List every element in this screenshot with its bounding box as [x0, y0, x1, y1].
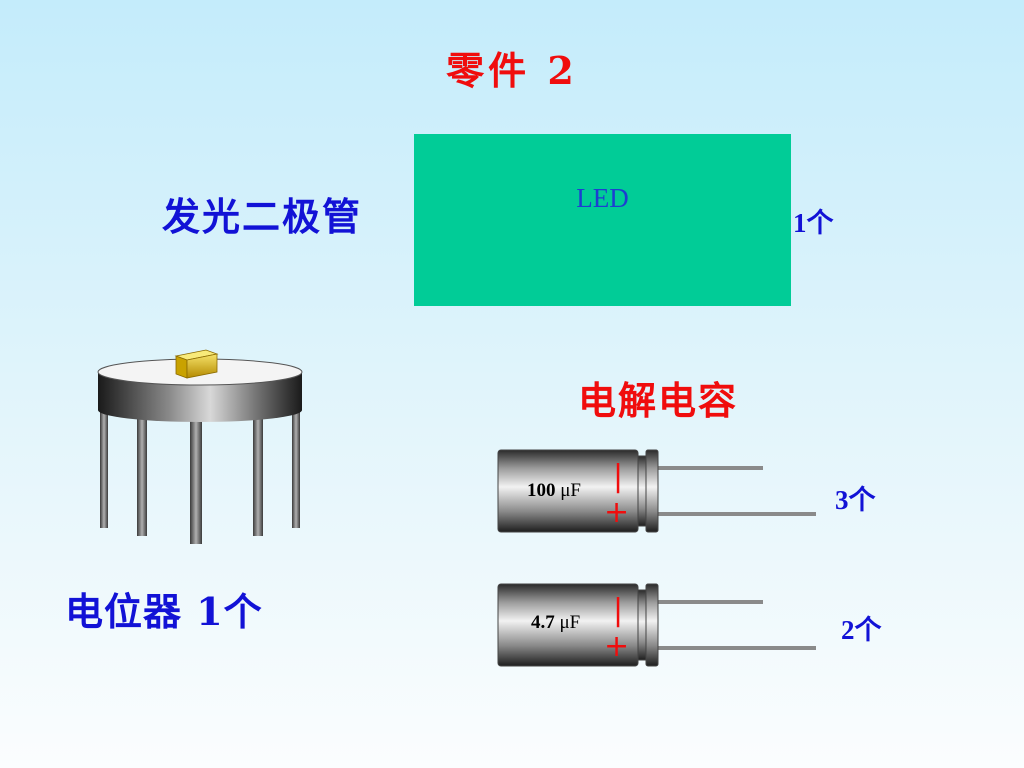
capacitor-100uf-image	[497, 449, 816, 533]
capacitor-1-plus-mark: +	[604, 495, 630, 530]
led-rectangle	[414, 134, 791, 306]
capacitor-2-count: 2个	[841, 615, 882, 645]
led-name-label: 发光二极管	[162, 194, 363, 239]
potentiometer-image	[97, 349, 303, 544]
capacitor-1-minus-mark: |	[613, 459, 624, 494]
capacitor-4-7uf-image	[497, 583, 816, 667]
capacitor-1-value-number: 100	[527, 480, 556, 501]
capacitor-2-value: 4.7 μF	[531, 612, 580, 634]
capacitor-2-plus-mark: +	[604, 629, 630, 664]
capacitor-1-value-unit: μF	[560, 480, 582, 501]
slide-title: 零件 2	[446, 48, 578, 93]
capacitor-2-value-number: 4.7	[531, 612, 555, 633]
potentiometer-label: 电位器 1个	[65, 589, 263, 634]
capacitor-1-value: 100 μF	[527, 480, 581, 502]
capacitor-1-count: 3个	[835, 485, 876, 515]
led-box-text: LED	[576, 183, 629, 213]
capacitor-heading: 电解电容	[578, 378, 739, 423]
capacitor-2-value-unit: μF	[559, 612, 581, 633]
led-count: 1个	[793, 208, 834, 238]
capacitor-2-minus-mark: |	[613, 593, 624, 628]
